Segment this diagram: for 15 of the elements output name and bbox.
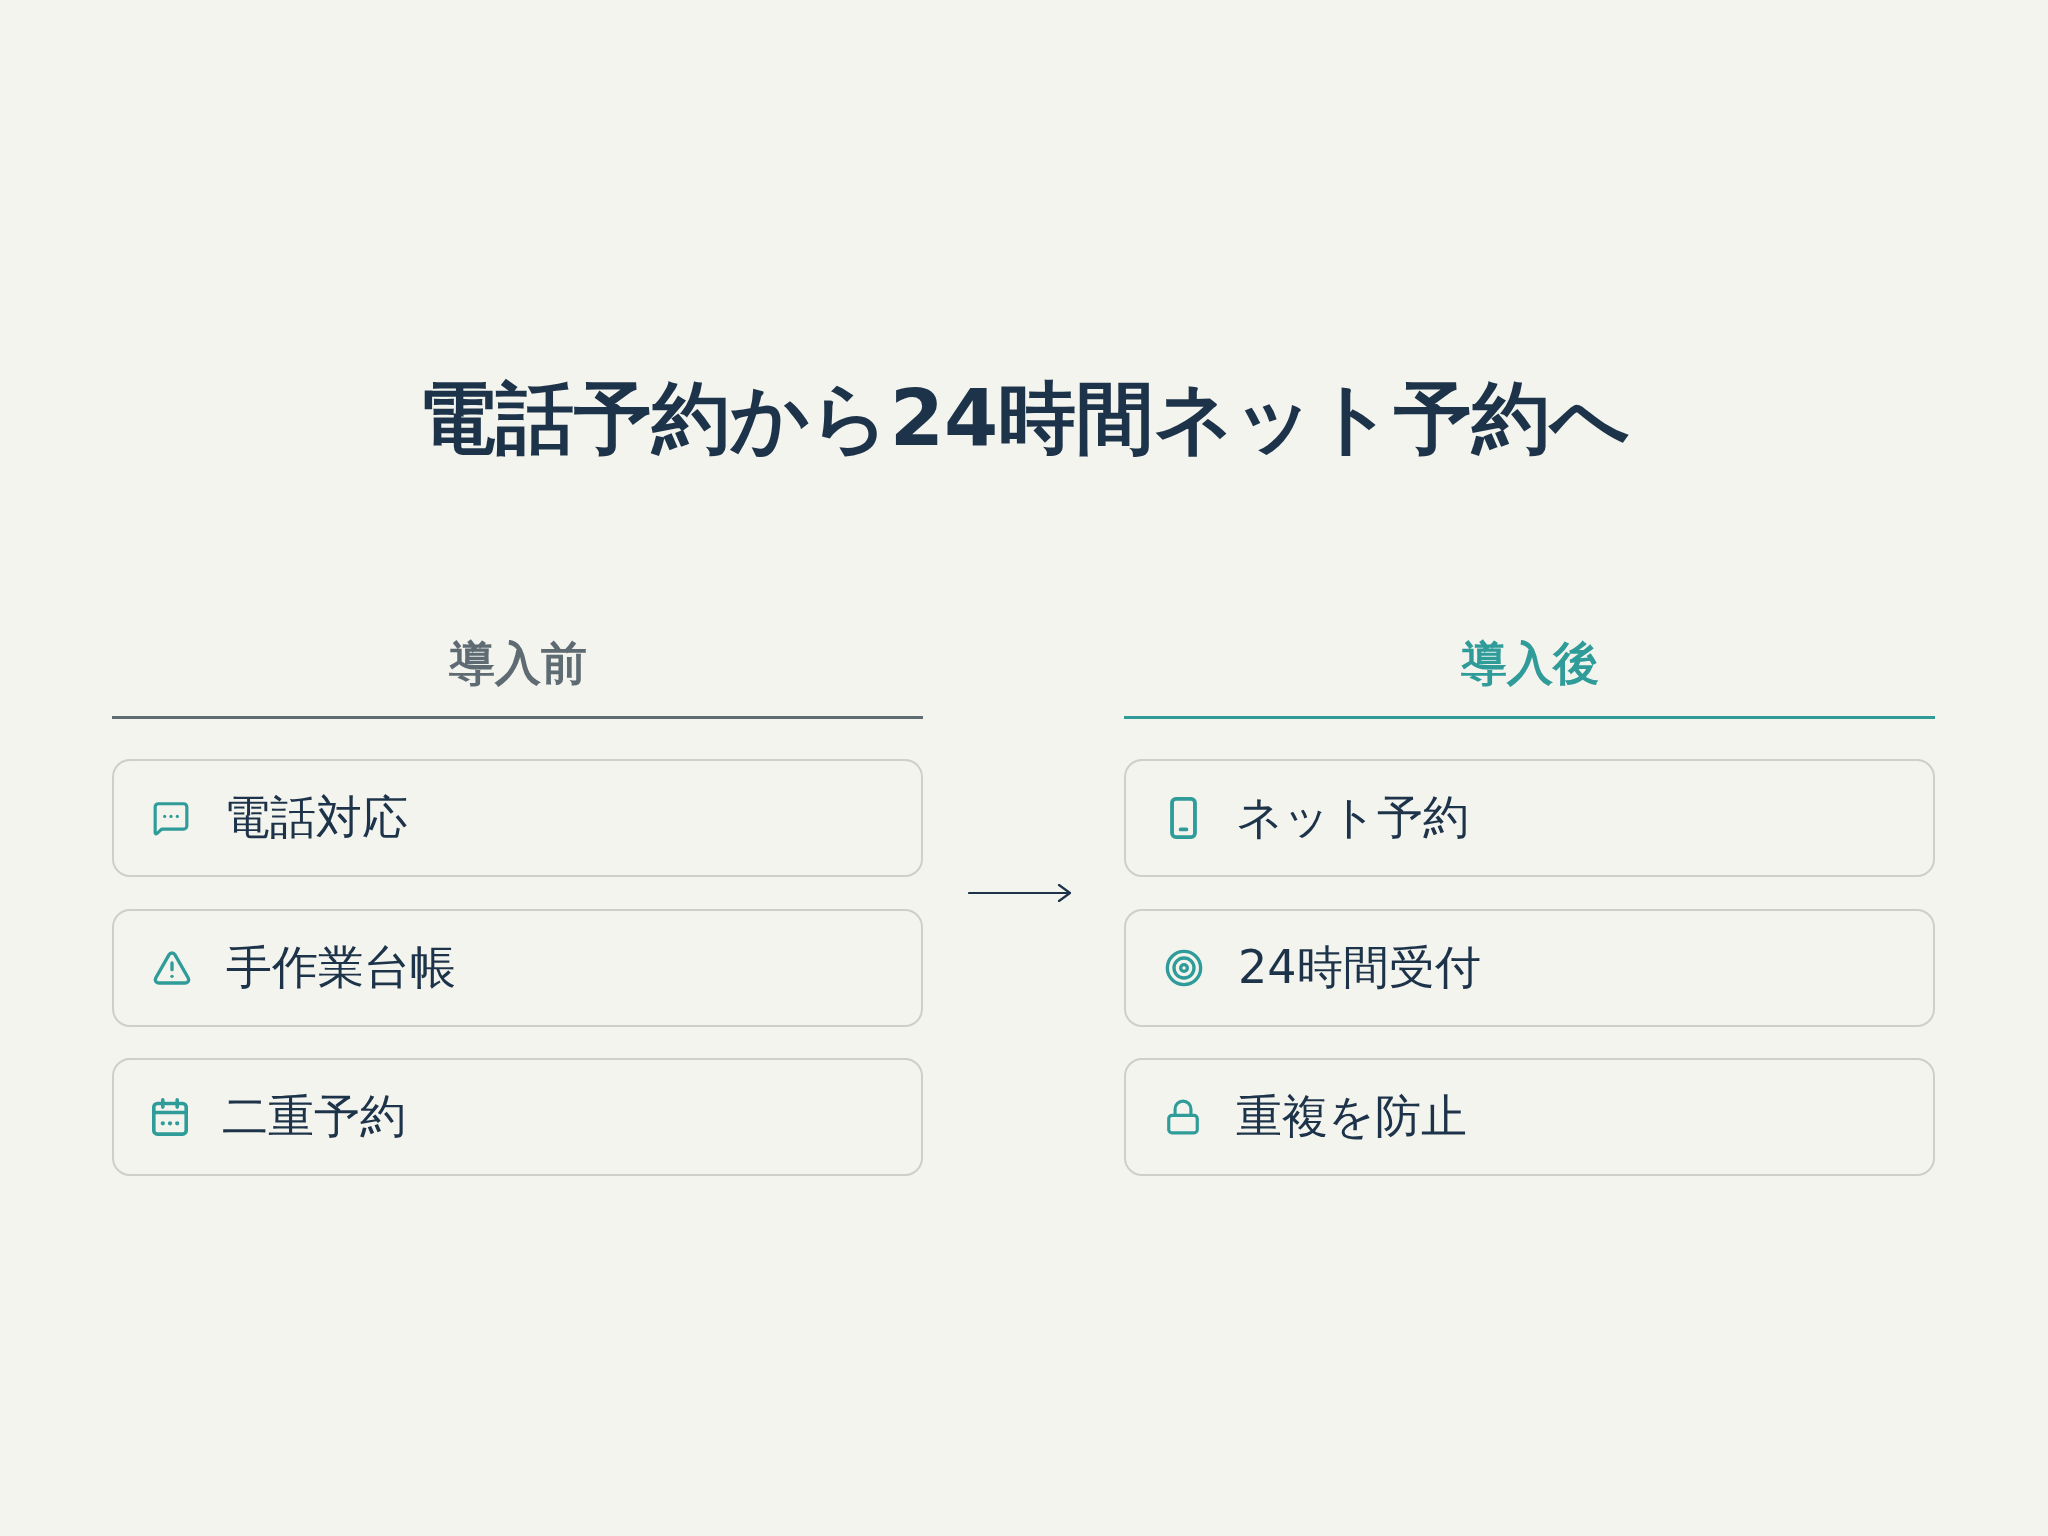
title: 電話予約から24時間ネット予約へ: [417, 372, 1631, 465]
item-card: [112, 909, 923, 1027]
column-heading: 導入後: [1460, 635, 1599, 693]
item-card: [1124, 909, 1935, 1027]
item-label: ネット予約: [1236, 789, 1469, 847]
item-label: 24時間受付: [1238, 939, 1481, 997]
item-card: [112, 759, 923, 877]
item-card: [1124, 1058, 1935, 1176]
item-label: 電話対応: [224, 789, 408, 847]
column-heading: 導入前: [448, 635, 587, 693]
item-label: 手作業台帳: [226, 939, 456, 997]
item-label: 重複を防止: [1236, 1088, 1467, 1146]
item-label: 二重予約: [222, 1088, 406, 1146]
item-card: [1124, 759, 1935, 877]
item-card: [112, 1058, 923, 1176]
